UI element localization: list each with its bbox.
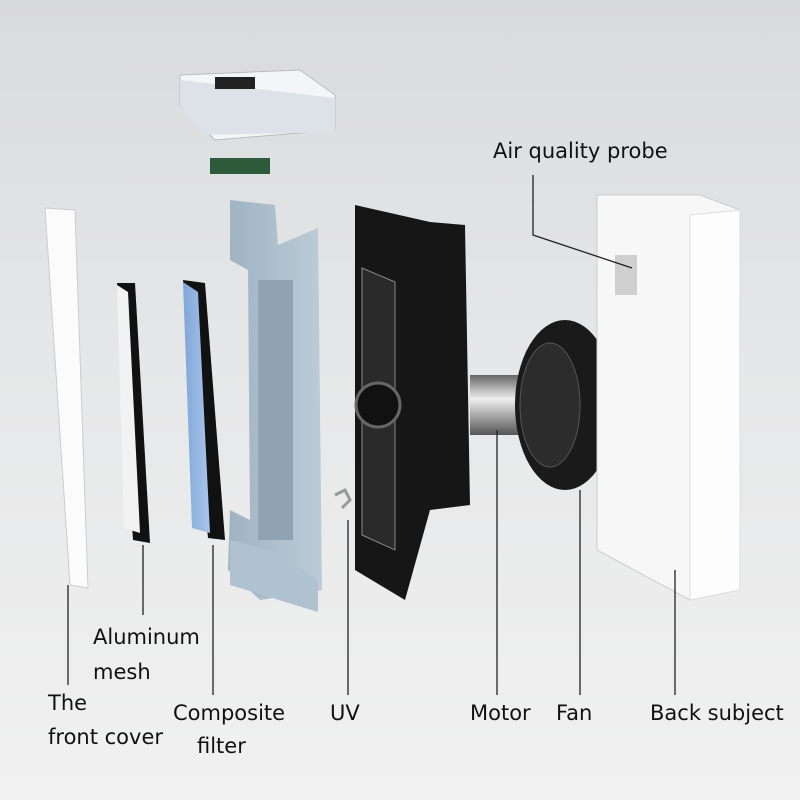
composite-filter bbox=[183, 280, 225, 540]
uv-lamp bbox=[334, 487, 352, 510]
label-composite-filter-1: Composite bbox=[173, 701, 286, 725]
label-fan: Fan bbox=[556, 701, 593, 725]
front-cover bbox=[44, 207, 89, 589]
top-panel bbox=[179, 69, 336, 174]
leader-lines bbox=[67, 175, 676, 695]
air-quality-probe-slot bbox=[615, 255, 637, 295]
circuit-board bbox=[210, 158, 270, 174]
motor bbox=[470, 375, 520, 435]
label-front-cover-1: The bbox=[48, 691, 88, 715]
aluminum-mesh bbox=[117, 283, 150, 543]
fan bbox=[515, 320, 615, 490]
label-front-cover-2: front cover bbox=[48, 725, 164, 749]
label-motor: Motor bbox=[470, 701, 531, 725]
label-back-subject: Back subject bbox=[650, 701, 784, 725]
motor-housing bbox=[354, 205, 470, 600]
back-body bbox=[596, 194, 741, 601]
label-uv: UV bbox=[330, 701, 360, 725]
label-aluminum-mesh-2: mesh bbox=[93, 660, 151, 684]
label-composite-filter-2: filter bbox=[197, 734, 246, 758]
label-air-quality-probe: Air quality probe bbox=[493, 139, 668, 163]
filter-frame bbox=[228, 200, 322, 612]
label-aluminum-mesh-1: Aluminum bbox=[93, 625, 200, 649]
